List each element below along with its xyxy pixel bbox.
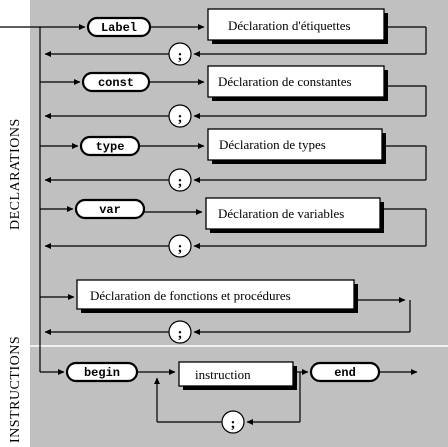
type-section: type Déclaration de types ; (40, 128, 427, 192)
type-keyword: type (96, 140, 125, 154)
instructions-section: begin instruction ; end (40, 361, 418, 434)
type-separator: ; (178, 174, 183, 190)
procs-declaration-text: Déclaration de fonctions et procédures (90, 288, 291, 303)
var-section: var Déclaration de variables ; (40, 197, 427, 258)
procs-separator: ; (178, 326, 183, 342)
procs-section: Déclaration de fonctions et procédures ; (40, 279, 411, 344)
label-section: Label Déclaration d'étiquettes ; (40, 8, 427, 66)
var-keyword: var (99, 203, 121, 217)
const-separator: ; (178, 110, 183, 126)
label-declaration-text: Déclaration d'étiquettes (228, 18, 351, 33)
instruction-box[interactable] (178, 361, 294, 387)
section-label-declarations: DECLARATIONS (8, 118, 23, 230)
const-declaration-box[interactable] (207, 65, 385, 98)
procs-declaration-box[interactable] (76, 279, 355, 310)
end-keyword: end (334, 366, 356, 380)
section-label-instructions: INSTRUCTIONS (8, 336, 23, 443)
const-keyword: const (98, 76, 134, 90)
begin-keyword: begin (84, 366, 120, 380)
const-declaration-text: Déclaration de constantes (218, 74, 352, 89)
var-keyword-oval[interactable] (74, 198, 146, 220)
var-declaration-text: Déclaration de variables (218, 206, 344, 221)
const-section: const Déclaration de constantes ; (40, 65, 427, 128)
var-declaration-box[interactable] (205, 197, 381, 230)
type-declaration-box[interactable] (207, 128, 383, 161)
var-separator: ; (178, 240, 183, 256)
label-declaration-box[interactable] (207, 8, 385, 41)
label-separator: ; (178, 48, 183, 64)
type-declaration-text: Déclaration de types (219, 137, 326, 152)
instruction-text: instruction (195, 367, 251, 382)
instruction-separator: ; (231, 416, 236, 432)
label-keyword: Label (101, 21, 137, 35)
